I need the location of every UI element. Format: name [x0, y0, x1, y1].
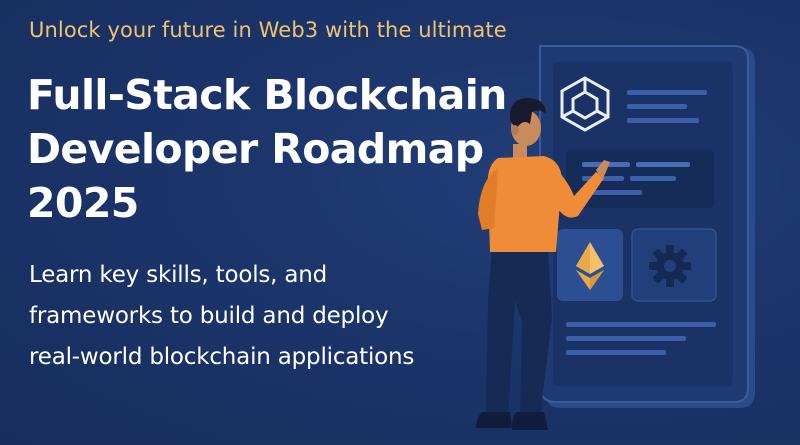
- subtitle-line: real-world blockchain applications: [29, 344, 415, 370]
- ethereum-card: [557, 229, 623, 301]
- headline: Full-Stack Blockchain Developer Roadmap …: [27, 68, 507, 230]
- subtitle: Learn key skills, tools, and frameworks …: [29, 255, 414, 378]
- headline-line: Full-Stack Blockchain: [27, 71, 507, 119]
- subtitle-line: frameworks to build and deploy: [29, 303, 389, 329]
- screen-footer-lines: [566, 322, 716, 355]
- gear-icon: [649, 245, 691, 287]
- tablet-device: [539, 45, 755, 408]
- screen-text-lines: [627, 90, 707, 123]
- gear-card: [631, 228, 717, 302]
- ethereum-icon: [576, 242, 604, 290]
- headline-line: Developer Roadmap: [27, 125, 484, 173]
- developer-figure: [476, 98, 610, 430]
- subtitle-line: Learn key skills, tools, and: [29, 262, 328, 288]
- hexagon-cube-icon: [560, 76, 610, 132]
- headline-line: 2025: [27, 179, 139, 227]
- tagline: Unlock your future in Web3 with the ulti…: [29, 18, 507, 42]
